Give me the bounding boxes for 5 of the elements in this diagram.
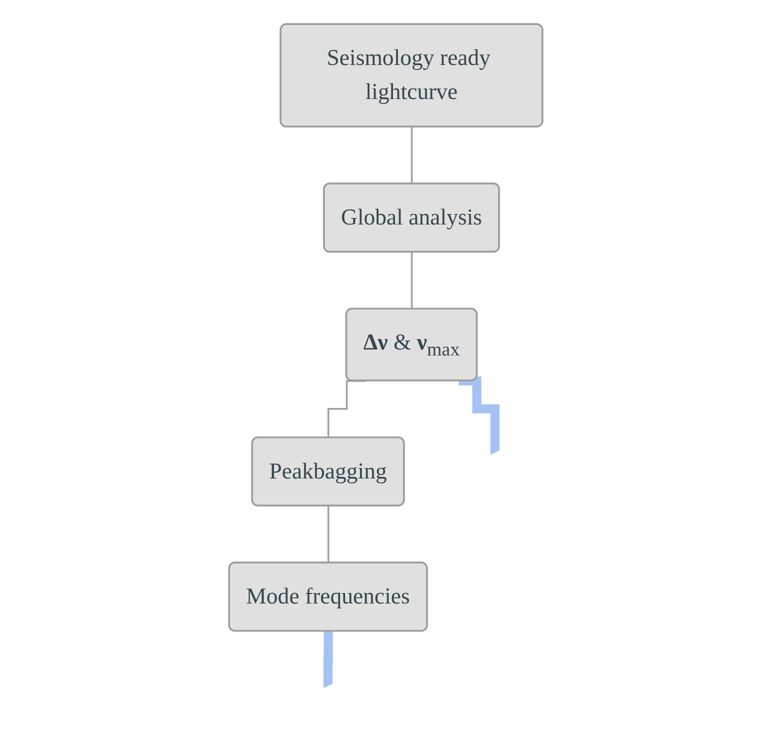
connector xyxy=(410,126,413,185)
connector xyxy=(327,505,330,564)
connector xyxy=(327,380,366,439)
connector xyxy=(410,251,413,310)
arrow xyxy=(458,376,500,455)
